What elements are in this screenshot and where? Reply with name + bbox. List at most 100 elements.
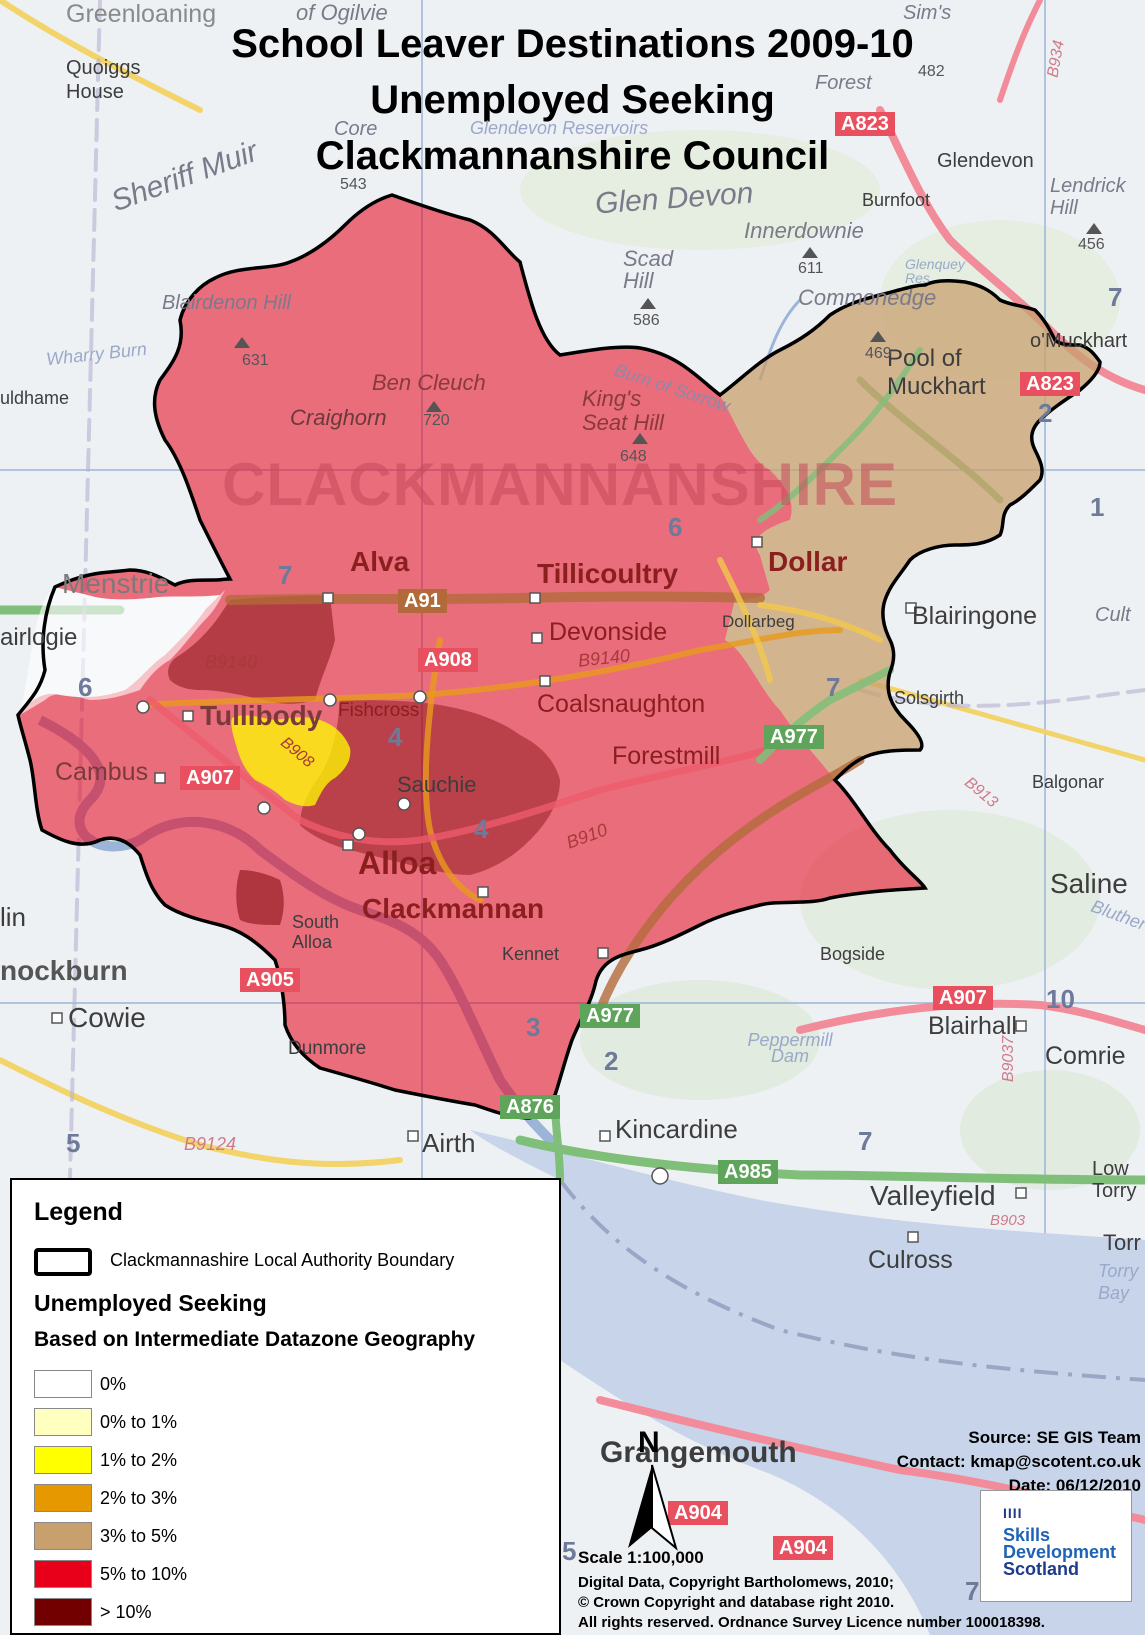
logo-line-3: Scotland (1003, 1559, 1080, 1579)
junction-number: 10 (1046, 984, 1075, 1014)
road-a823-north: A823 (835, 112, 895, 136)
place-grangemouth: Grangemouth (600, 1436, 797, 1469)
title-line-2: Unemployed Seeking (370, 78, 775, 122)
place-forest: Forest (815, 72, 872, 94)
place-scad-hill: Scad Hill (623, 246, 674, 293)
hill-720: 720 (423, 412, 450, 429)
legend-label: > 10% (100, 1602, 152, 1622)
legend-label: 2% to 3% (100, 1488, 178, 1508)
zone-0 (20, 587, 225, 715)
legend-swatch (34, 1522, 92, 1550)
place-cowie: Cowie (68, 1002, 146, 1033)
title-line-1: School Leaver Destinations 2009-10 (231, 22, 914, 66)
hill-456: 456 (1078, 236, 1105, 253)
legend-swatch (34, 1484, 92, 1512)
junction-number: 4 (388, 722, 403, 752)
place-kennet: Kennet (502, 944, 560, 964)
road-a876: A876 (500, 1095, 560, 1119)
hill-469: 469 (865, 345, 892, 362)
place-lin: lin (0, 902, 27, 932)
place-saline: Saline (1050, 868, 1128, 899)
junction-number: 3 (526, 1012, 541, 1042)
junction-number: 7 (965, 1576, 980, 1606)
settlement-markers (51, 536, 1027, 1243)
legend-label: 0% (100, 1374, 127, 1394)
place-comrie: Comrie (1045, 1042, 1126, 1070)
place-south-alloa: South Alloa (292, 912, 340, 952)
legend-label: 0% to 1% (100, 1412, 178, 1432)
legend-item: 1% to 2% (34, 1446, 434, 1476)
title-line-3: Clackmannanshire Council (315, 134, 830, 178)
place-airlogie: airlogie (0, 624, 78, 651)
place-quoiggs-house: Quoiggs House (66, 57, 141, 103)
place-glendevon-reservoirs: Glendevon Reservoirs (470, 118, 649, 138)
legend-swatch (34, 1408, 92, 1436)
sds-logo: IIII Skills Development Scotland (980, 1490, 1132, 1602)
road-a904-east: A904 (773, 1536, 833, 1560)
hill-631: 631 (242, 352, 269, 369)
legend: Legend Clackmannashire Local Authority B… (10, 1178, 561, 1635)
logo-bars-icon: IIII (1003, 1505, 1023, 1521)
legend-item: 5% to 10% (34, 1560, 434, 1590)
junction-number: 7 (826, 672, 841, 702)
road-a985: A985 (718, 1160, 778, 1184)
legend-label: 5% to 10% (100, 1564, 188, 1584)
place-forestmill: Forestmill (612, 742, 721, 770)
town-alloa: Alloa (358, 845, 437, 881)
copyright-line-3: All rights reserved. Ordnance Survey Lic… (578, 1614, 1045, 1631)
place-peppermill-dam: Peppermill Dam (747, 1030, 833, 1066)
road-a904-west: A904 (668, 1501, 728, 1525)
legend-subtitle-geography: Based on Intermediate Datazone Geography (34, 1328, 476, 1351)
legend-swatch (34, 1560, 92, 1588)
road-b9037: B9037 (1000, 1035, 1018, 1083)
town-sauchie: Sauchie (397, 772, 477, 797)
junction-number: 5 (562, 1536, 577, 1566)
place-craighorn: Craighorn (290, 405, 387, 430)
legend-boundary-label: Clackmannashire Local Authority Boundary (110, 1250, 455, 1270)
legend-subtitle: Unemployed Seeking (34, 1290, 267, 1316)
legend-label: 3% to 5% (100, 1526, 178, 1546)
legend-swatch (34, 1446, 92, 1474)
legend-item: 3% to 5% (34, 1522, 434, 1552)
road-b9140-west: B9140 (205, 652, 258, 672)
place-uldhame: uldhame (0, 388, 70, 408)
place-airth: Airth (422, 1128, 476, 1158)
place-dunmore: Dunmore (288, 1038, 367, 1059)
inner-roads (137, 347, 923, 1184)
road-a908: A908 (418, 648, 478, 672)
legend-item: 0% (34, 1370, 434, 1400)
place-glendevon: Glendevon (937, 150, 1034, 172)
copyright-line-1: Digital Data, Copyright Bartholomews, 20… (578, 1574, 894, 1591)
town-alva: Alva (350, 546, 410, 577)
road-a907-east: A907 (933, 986, 993, 1010)
place-burnfoot: Burnfoot (862, 190, 931, 210)
junction-number: 4 (474, 814, 489, 844)
logo-line-1: Skills (1003, 1525, 1051, 1545)
place-blairdenon-hill: Blairdenon Hill (162, 292, 291, 314)
place-coalsnaughton: Coalsnaughton (537, 690, 706, 718)
place-balgonar: Balgonar (1032, 772, 1105, 792)
legend-item: > 10% (34, 1598, 434, 1628)
junction-number: 5 (66, 1128, 81, 1158)
legend-label: 1% to 2% (100, 1450, 178, 1470)
place-innerdownie: Innerdownie (744, 218, 864, 243)
source-text: Source: SE GIS Team (968, 1428, 1141, 1447)
place-core: Core (334, 118, 378, 140)
place-menstrie: Menstrie (62, 568, 170, 599)
scale-text: Scale 1:100,000 (578, 1548, 704, 1567)
place-commonedge: Commonedge (798, 285, 937, 310)
junction-number: 2 (1038, 398, 1053, 428)
place-blairhall: Blairhall (928, 1012, 1017, 1040)
town-dollar: Dollar (768, 546, 848, 577)
legend-title: Legend (34, 1198, 123, 1226)
road-a977-north: A977 (764, 725, 824, 749)
junction-number: 6 (668, 512, 683, 542)
hill-648: 648 (620, 448, 647, 465)
road-a977-south: A977 (580, 1004, 640, 1028)
place-pool-of-muckhart: Pool of Muckhart (887, 345, 986, 400)
authority-boundary (16, 193, 1102, 1120)
town-clackmannan: Clackmannan (362, 893, 545, 924)
place-cult: Cult (1095, 604, 1131, 626)
place-o-muckhart: o'Muckhart (1030, 330, 1128, 352)
